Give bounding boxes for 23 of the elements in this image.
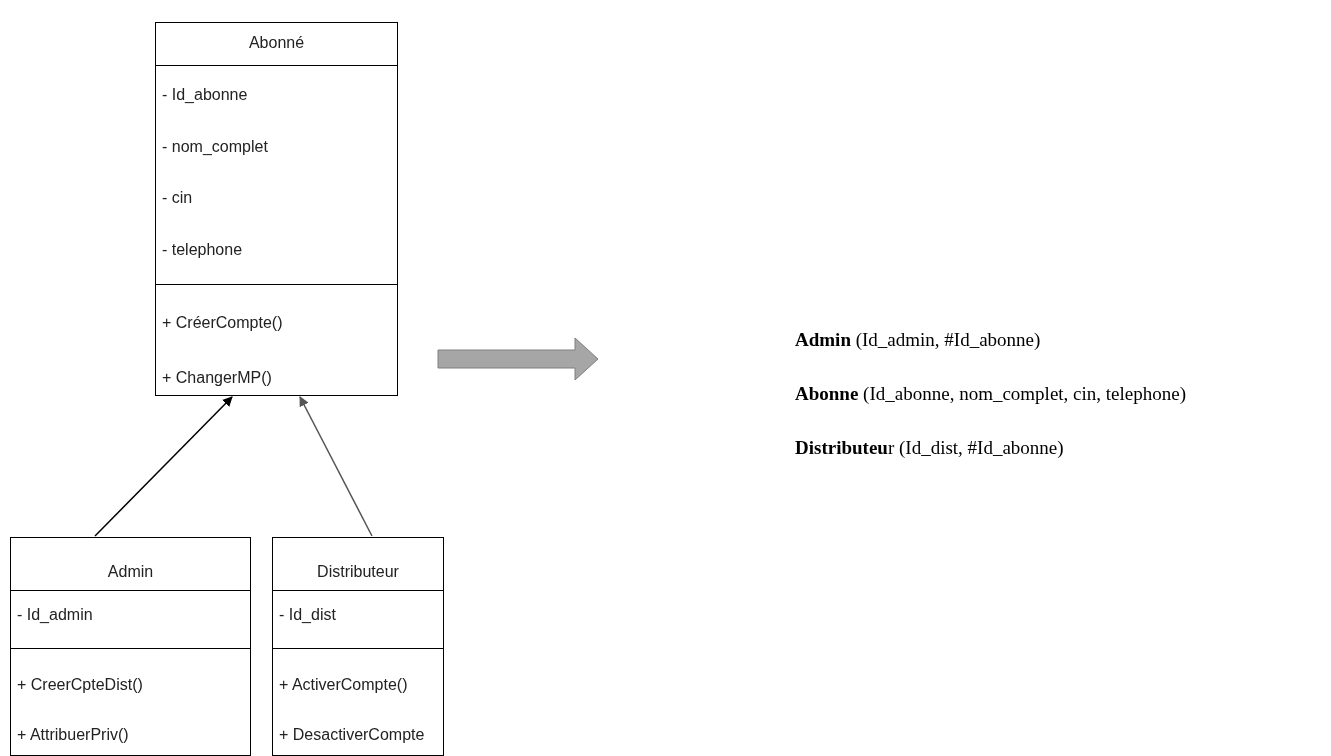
method: + CreerCpteDist() xyxy=(17,676,143,694)
attribute: - telephone xyxy=(162,241,243,259)
attribute: - nom_complet xyxy=(162,138,268,156)
attribute: - Id_abonne xyxy=(162,86,248,104)
method: + ActiverCompte() xyxy=(279,676,408,694)
relation-schema-text: Admin (Id_admin, #Id_abonne) xyxy=(795,329,1041,351)
class-name: Distributeur xyxy=(316,563,400,581)
class-name: Abonné xyxy=(247,34,306,52)
method: + DesactiverCompte xyxy=(279,726,425,744)
class-name: Admin xyxy=(106,563,155,581)
attribute: - Id_dist xyxy=(279,606,336,624)
relation-schema-text: Abonne (Id_abonne, nom_complet, cin, telephone) xyxy=(795,383,1186,405)
attribute: - Id_admin xyxy=(17,606,93,624)
inheritance-arrow xyxy=(299,396,373,537)
attribute: - cin xyxy=(162,189,193,207)
uml-class-box xyxy=(155,22,398,396)
inheritance-arrow xyxy=(94,396,233,537)
uml-class-box xyxy=(272,537,444,756)
method: + AttribuerPriv() xyxy=(17,726,129,744)
uml-class-box xyxy=(10,537,251,756)
relation-schema-text: Distributeur (Id_dist, #Id_abonne) xyxy=(795,437,1064,459)
method: + ChangerMP() xyxy=(162,369,272,387)
method: + CréerCompte() xyxy=(162,314,283,332)
